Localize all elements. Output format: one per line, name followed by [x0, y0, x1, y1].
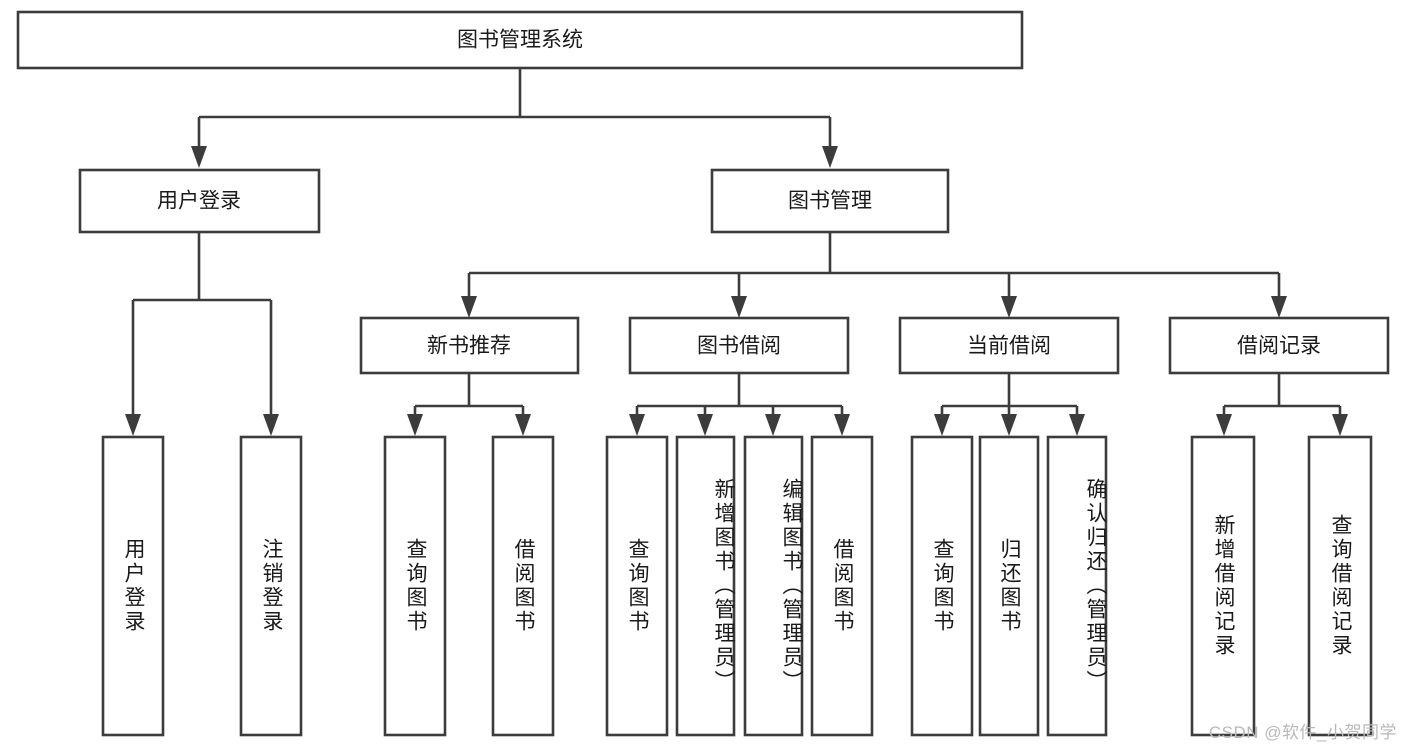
arrow-head-leaf-query-book-2: [629, 414, 645, 436]
leaf-box-user-login[interactable]: [101, 435, 165, 737]
leaf-box-add-borrow-record[interactable]: [1190, 435, 1256, 737]
arrow-head-leaf-return-book: [1001, 414, 1017, 436]
leaf-box-return-book[interactable]: [978, 435, 1040, 737]
leaf-box-query-book-3[interactable]: [910, 435, 974, 737]
node-user-login[interactable]: 用户登录: [78, 168, 321, 234]
connector-group-root: [191, 68, 838, 168]
leaf-box-logout[interactable]: [239, 435, 303, 737]
arrow-head-borrow-record: [1271, 296, 1287, 318]
node-book-borrow-box: [628, 316, 850, 375]
node-borrow-record-box: [1168, 316, 1390, 375]
leaf-box-query-book-1[interactable]: [383, 435, 447, 737]
node-book-management-box: [710, 168, 950, 234]
arrow-head-book-borrow: [731, 296, 747, 318]
arrow-head-current-borrow: [1001, 296, 1017, 318]
arrow-head-leaf-query-book-1: [407, 414, 423, 436]
leaf-box-query-borrow-record[interactable]: [1307, 435, 1373, 737]
node-new-book-recommend-box: [359, 316, 580, 375]
connector-group-book-borrow: [629, 373, 850, 436]
leaf-box-add-book-admin[interactable]: [675, 435, 736, 737]
connector-group-new-book-rec: [407, 373, 531, 436]
node-root-box: [16, 10, 1024, 70]
arrow-head-leaf-confirm-return: [1069, 414, 1085, 436]
arrow-head-leaf-add-book: [697, 414, 713, 436]
connector-group-book-mgmt: [461, 232, 1287, 318]
leaf-box-borrow-book-2[interactable]: [810, 435, 874, 737]
node-borrow-record-label: 借阅记录: [1237, 335, 1321, 358]
leaf-box-query-book-2[interactable]: [605, 435, 669, 737]
node-root-library-system[interactable]: 图书管理系统: [16, 10, 1024, 70]
arrow-head-user-login: [191, 146, 207, 168]
node-borrow-record[interactable]: 借阅记录: [1168, 316, 1390, 375]
arrow-head-leaf-borrow-book-2: [834, 414, 850, 436]
node-book-borrow[interactable]: 图书借阅: [628, 316, 850, 375]
arrow-head-leaf-user-login: [125, 414, 141, 436]
leaf-boxes: [101, 435, 1373, 737]
connector-group-borrow-record: [1216, 373, 1348, 436]
node-book-borrow-label: 图书借阅: [697, 335, 781, 358]
arrow-head-leaf-logout: [263, 414, 279, 436]
connector-group-current-borrow: [934, 373, 1085, 436]
leaf-box-confirm-return-admin[interactable]: [1046, 435, 1108, 737]
node-book-management-label: 图书管理: [788, 190, 872, 213]
node-user-login-label: 用户登录: [157, 190, 241, 213]
arrow-head-book-mgmt: [822, 146, 838, 168]
leaf-box-edit-book-admin[interactable]: [743, 435, 804, 737]
node-book-management[interactable]: 图书管理: [710, 168, 950, 234]
arrow-head-leaf-edit-book: [765, 414, 781, 436]
node-user-login-box: [78, 168, 321, 234]
node-current-borrow-box: [898, 316, 1120, 375]
arrow-head-leaf-add-record: [1216, 414, 1232, 436]
arrow-head-leaf-borrow-book-1: [515, 414, 531, 436]
node-current-borrow-label: 当前借阅: [967, 335, 1051, 358]
arrow-head-leaf-query-record: [1332, 414, 1348, 436]
node-new-book-recommend-label: 新书推荐: [427, 335, 511, 358]
arrow-head-leaf-query-book-3: [934, 414, 950, 436]
leaf-box-borrow-book-1[interactable]: [491, 435, 555, 737]
connector-group-user-login: [125, 232, 279, 436]
arrow-head-new-book-rec: [461, 296, 477, 318]
node-current-borrow[interactable]: 当前借阅: [898, 316, 1120, 375]
node-new-book-recommend[interactable]: 新书推荐: [359, 316, 580, 375]
csdn-watermark: CSDN @软件_小贺同学: [1208, 723, 1397, 742]
node-root-label: 图书管理系统: [457, 29, 583, 52]
